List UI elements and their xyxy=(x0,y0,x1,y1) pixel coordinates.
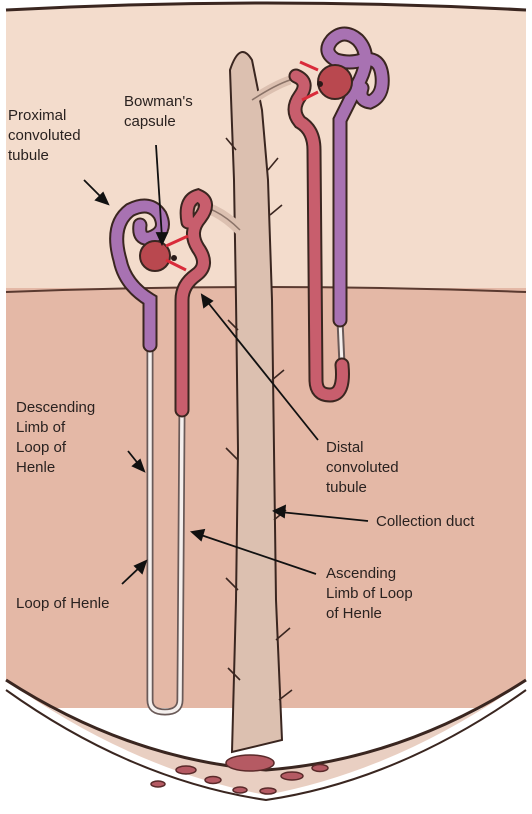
loop-of-henle-label: Loop of Henle xyxy=(16,595,110,612)
right-distal-tubule xyxy=(287,68,350,403)
kidney-bottom-outline xyxy=(5,689,527,802)
kidney-outline xyxy=(5,1,527,12)
distal-convoluted-tubule-label: Distal convoluted tubule xyxy=(326,439,399,496)
papilla-openings xyxy=(150,754,329,795)
right-loop-of-henle xyxy=(336,319,346,366)
right-proximal-tubule xyxy=(320,26,390,328)
collection-duct-label: Collection duct xyxy=(376,513,475,530)
left-proximal-tubule xyxy=(109,198,170,353)
left-loop-of-henle xyxy=(146,340,186,716)
ascending-limb-label: Ascending Limb of Loop of Henle xyxy=(326,565,413,622)
collecting-duct xyxy=(189,51,293,754)
proximal-convoluted-tubule-label: Proximal convoluted tubule xyxy=(8,107,81,164)
label-arrows xyxy=(83,144,369,585)
bowmans-capsule-label: Bowman's capsule xyxy=(124,93,193,130)
right-glomerulus xyxy=(299,60,353,102)
left-glomerulus xyxy=(139,234,189,272)
medulla-lower-boundary xyxy=(5,678,527,772)
descending-limb-label: Descending Limb of Loop of Henle xyxy=(16,399,96,476)
left-distal-tubule xyxy=(174,188,213,418)
